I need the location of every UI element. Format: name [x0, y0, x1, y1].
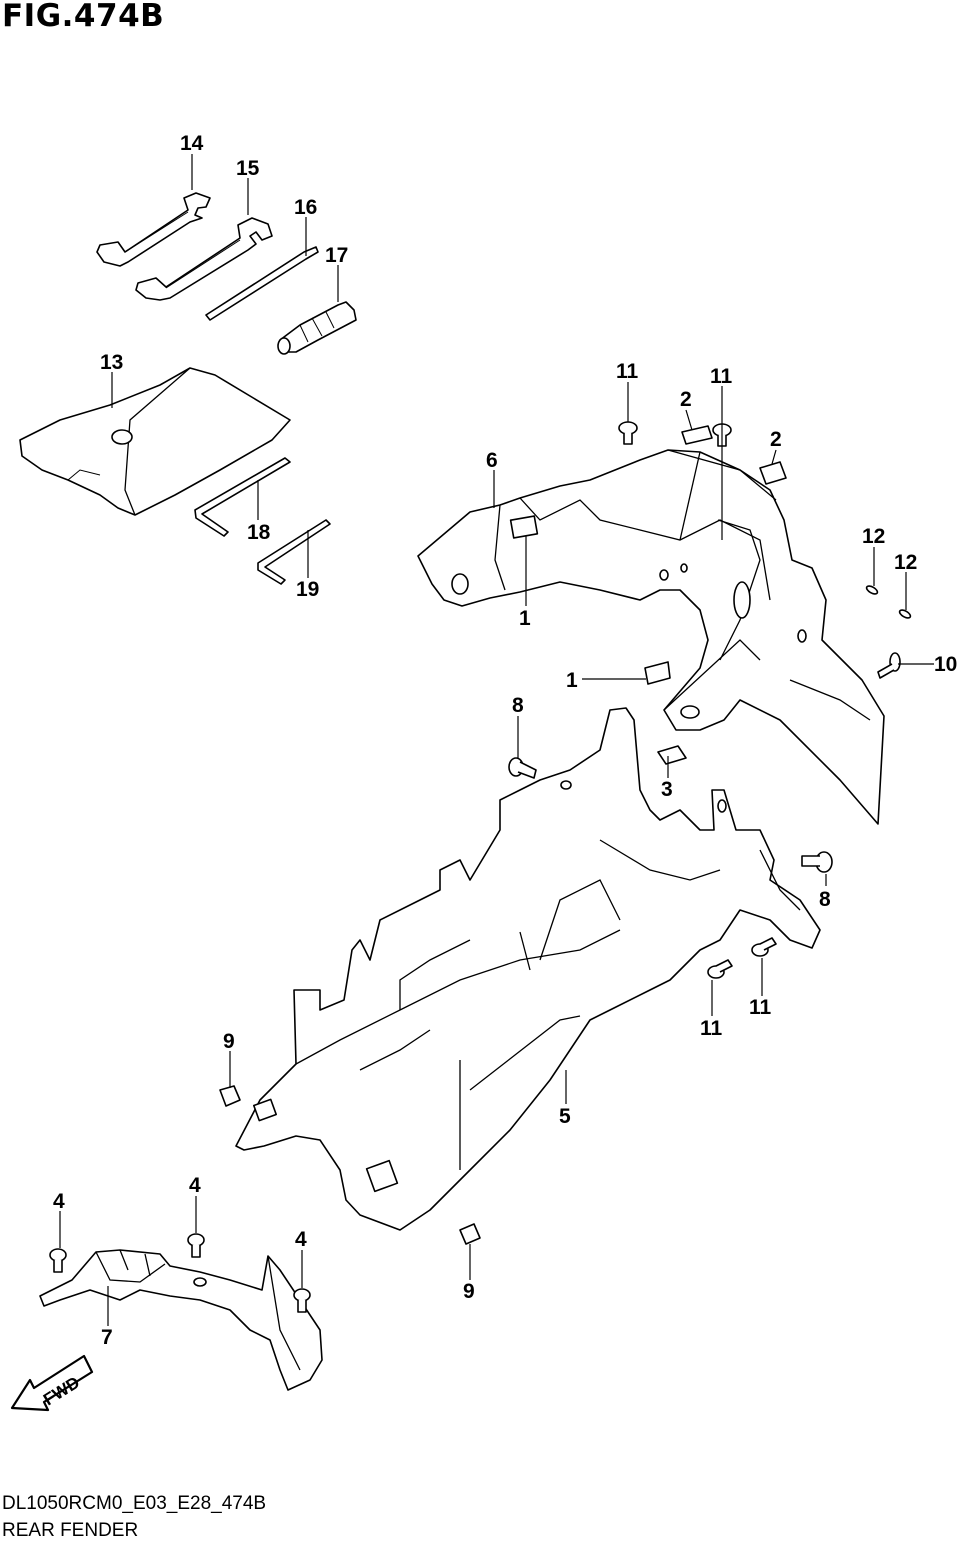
callout-13: 13: [100, 351, 123, 374]
nut-9-b: [459, 1223, 481, 1245]
callout-7: 7: [101, 1326, 113, 1349]
bolt-11-d: [751, 937, 777, 957]
callout-1-a: 1: [519, 607, 531, 630]
callout-8-b: 8: [819, 888, 831, 911]
callout-12-a: 12: [862, 525, 885, 548]
callout-9-b: 9: [463, 1280, 475, 1303]
bolt-11-c: [707, 959, 733, 979]
bolt-8-b: [801, 851, 833, 873]
tool-bag-13: [19, 367, 291, 516]
screwdriver-handle-17: [277, 301, 357, 355]
callout-15: 15: [236, 157, 260, 180]
part-name: REAR FENDER: [2, 1520, 139, 1541]
callout-11-c: 11: [700, 1017, 723, 1040]
label-2-b: [759, 461, 787, 485]
nut-9-a: [219, 1085, 241, 1107]
bolt-4-b: [187, 1233, 205, 1258]
callout-3: 3: [661, 778, 673, 801]
bolt-4-c: [293, 1288, 311, 1313]
label-1-b: [644, 661, 671, 685]
callout-11-d: 11: [749, 996, 772, 1019]
screwdriver-16: [205, 246, 319, 321]
callout-2-b: 2: [770, 428, 782, 451]
bolt-8-a: [508, 757, 537, 779]
wrench-15: [135, 217, 273, 301]
bolt-10: [877, 652, 901, 679]
callout-labels: 14 15 16 17 13 18 19 11 11 2 2 6 1 1 12 …: [53, 132, 957, 1349]
callout-16: 16: [294, 196, 317, 219]
leader-lines: [59, 154, 934, 1326]
callout-12-b: 12: [894, 551, 917, 574]
forward-arrow-icon: FWD: [10, 1354, 94, 1412]
label-2-a: [681, 425, 713, 445]
callout-11-a: 11: [616, 360, 639, 383]
callout-4-a: 4: [53, 1190, 65, 1213]
figure-title: FIG.474B: [2, 0, 165, 34]
callout-2-a: 2: [680, 388, 692, 411]
callout-1-b: 1: [566, 669, 578, 692]
rear-fender-upper-6: [417, 449, 885, 825]
callout-17: 17: [325, 244, 348, 267]
callout-18: 18: [247, 521, 271, 544]
callout-4-c: 4: [295, 1228, 307, 1251]
wrench-14: [96, 192, 211, 267]
callout-5: 5: [559, 1105, 571, 1128]
rear-fender-5: [235, 707, 821, 1231]
callout-11-b: 11: [710, 365, 733, 388]
callout-8-a: 8: [512, 694, 524, 717]
callout-4-b: 4: [189, 1174, 201, 1197]
cover-7: [39, 1249, 323, 1391]
callout-10: 10: [934, 653, 957, 676]
model-code: DL1050RCM0_E03_E28_474B: [2, 1493, 267, 1514]
callout-19: 19: [296, 578, 319, 601]
callout-9-a: 9: [223, 1030, 235, 1053]
washer-12-a: [865, 585, 879, 595]
bolt-4-a: [49, 1248, 67, 1273]
callout-14: 14: [180, 132, 204, 155]
callout-6: 6: [486, 449, 498, 472]
bolt-11-a: [618, 421, 638, 445]
label-3: [657, 745, 687, 765]
washer-12-b: [898, 609, 912, 619]
hex-key-18: [194, 457, 291, 537]
hex-key-19: [257, 519, 331, 585]
